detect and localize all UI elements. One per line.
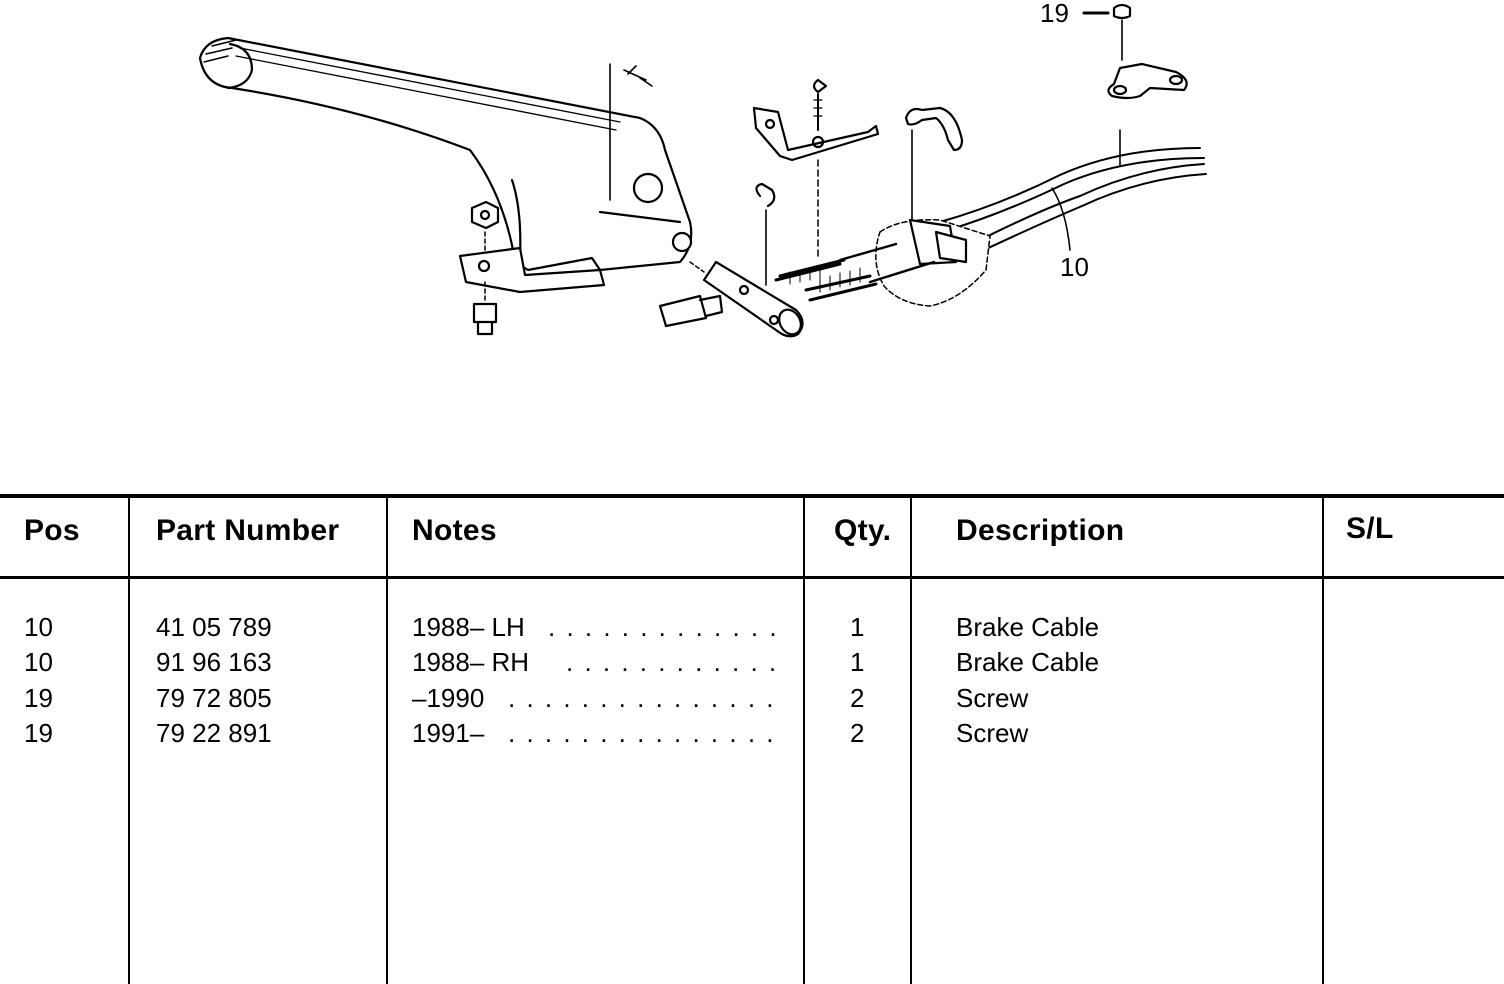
cable-bracket-parts: [752, 3, 1188, 259]
header-qty: Qty.: [834, 514, 892, 547]
cell-notes: 1988– RH: [412, 647, 530, 677]
cell-notes: 1988– LH: [412, 612, 525, 642]
cell-description: Brake Cable: [956, 647, 1100, 677]
column-divider: [128, 496, 130, 984]
leader-dots: . . . . . . . . . . . . . . . . . . . . …: [508, 718, 784, 748]
cell-part-number: 79 72 805: [156, 683, 272, 713]
column-divider: [910, 496, 912, 984]
cell-pos: 10: [24, 612, 53, 642]
header-sl: S/L: [1346, 512, 1394, 545]
column-divider: [803, 496, 805, 984]
cell-part-number: 79 22 891: [156, 718, 272, 748]
cell-description: Screw: [956, 718, 1029, 748]
cell-pos: 19: [24, 683, 53, 713]
cell-qty: 1: [850, 647, 865, 677]
cell-notes: –1990: [412, 683, 485, 713]
handbrake-lever-part: [198, 36, 693, 336]
cell-pos: 19: [24, 718, 53, 748]
cell-qty: 2: [850, 718, 865, 748]
header-part-number: Part Number: [156, 514, 340, 547]
header-description: Description: [956, 514, 1125, 547]
column-divider: [1322, 494, 1324, 984]
column-divider: [386, 496, 388, 984]
table-top-rule: [0, 494, 1504, 498]
brake-cable-parts: [774, 147, 1207, 307]
header-notes: Notes: [412, 514, 497, 547]
cell-part-number: 41 05 789: [156, 612, 272, 642]
table-header-rule: [0, 576, 1504, 579]
cell-pos: 10: [24, 647, 53, 677]
leader-dots: . . . . . . . . . . . . . . . . . . . . …: [548, 612, 784, 642]
callout-position-10: 10: [1060, 252, 1089, 282]
cell-qty: 1: [850, 612, 865, 642]
pivot-pin-part: [658, 182, 804, 338]
cell-qty: 2: [850, 683, 865, 713]
leader-dots: . . . . . . . . . . . . . . . . . . . . …: [508, 683, 784, 713]
exploded-parts-diagram: 19 10: [0, 0, 1504, 470]
header-pos: Pos: [24, 514, 80, 547]
cell-description: Brake Cable: [956, 612, 1100, 642]
handbrake-assembly-drawing: [198, 3, 1207, 338]
leader-dots: . . . . . . . . . . . . . . . . . . . . …: [566, 647, 784, 677]
cell-part-number: 91 96 163: [156, 647, 272, 677]
callout-position-19: 19: [1040, 0, 1069, 28]
cell-description: Screw: [956, 683, 1029, 713]
cell-notes: 1991–: [412, 718, 485, 748]
